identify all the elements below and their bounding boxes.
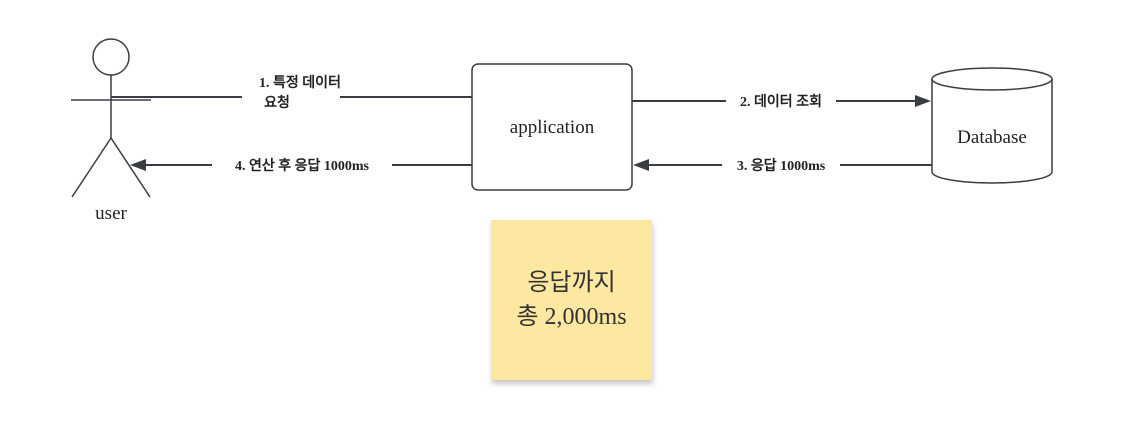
request-label-line2: 요청 — [264, 95, 290, 111]
actor-right-leg — [110, 137, 151, 198]
query-arrowhead — [915, 95, 931, 107]
database-node: Database — [931, 67, 1053, 184]
sticky-note-line1: 응답까지 — [527, 270, 616, 296]
final-response-label: 4. 연산 후 응답 1000ms — [235, 157, 370, 174]
user-label: user — [95, 203, 127, 224]
sticky-note: 응답까지 총 2,000ms — [491, 220, 652, 380]
application-label: application — [510, 117, 595, 138]
edge-final-response: 4. 연산 후 응답 1000ms — [130, 154, 472, 174]
request-label-line1: 1. 특정 데이터 — [259, 74, 341, 91]
query-label: 2. 데이터 조회 — [740, 93, 822, 110]
query-label-bg — [726, 90, 836, 110]
request-label-bg — [242, 70, 340, 114]
edge-db-response: 3. 응답 1000ms — [633, 154, 932, 174]
database-cylinder-top — [931, 67, 1053, 91]
db-response-label: 3. 응답 1000ms — [737, 157, 826, 174]
db-response-arrowhead — [633, 159, 649, 171]
actor-left-leg — [71, 137, 112, 198]
actor-head — [92, 38, 130, 76]
application-box — [471, 63, 633, 191]
final-response-arrowhead — [130, 159, 146, 171]
edge-query: 2. 데이터 조회 — [632, 90, 931, 110]
sticky-note-line2: 총 2,000ms — [516, 304, 627, 330]
user-actor: user — [71, 38, 151, 224]
db-response-label-bg — [722, 154, 840, 174]
final-response-label-bg — [212, 154, 392, 174]
database-cylinder-body — [931, 79, 1053, 184]
edge-request: 1. 특정 데이터 요청 — [111, 70, 472, 114]
database-label: Database — [957, 127, 1027, 148]
application-node: application — [471, 63, 633, 191]
